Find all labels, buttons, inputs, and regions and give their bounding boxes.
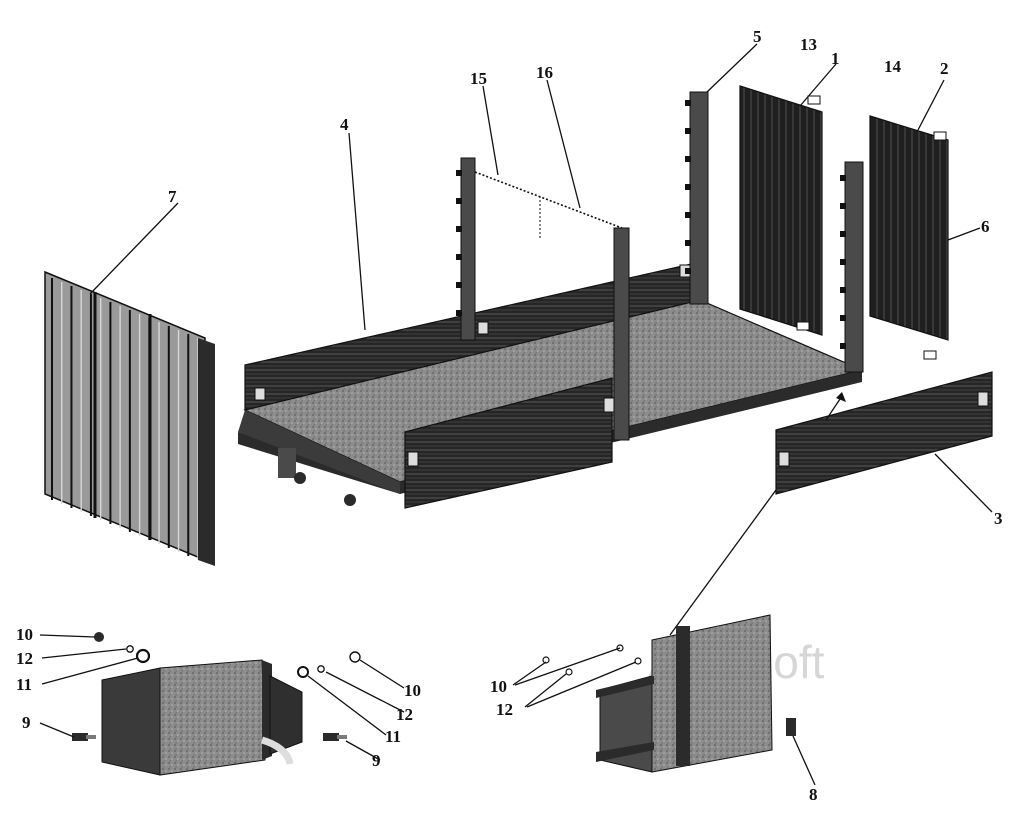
callout-12-mid: 12 [396,705,413,724]
washer-11-b [297,666,309,678]
stake-hook [840,175,846,181]
bracket-assembly-right [596,614,773,773]
callout-12-right: 12 [496,700,513,719]
nut-10-b [349,651,361,663]
callout-9-left: 9 [22,713,31,732]
bolt-9-a [72,733,88,741]
callout-15: 15 [470,69,487,88]
stake-hook [456,310,462,316]
callout-10-left: 10 [16,625,33,644]
stake-hook [456,226,462,232]
washer-11-a [135,648,151,664]
part-7-front-board [44,270,215,566]
washer-12-c [565,668,573,676]
stake-hook [456,170,462,176]
part-3-rear-board [775,371,993,495]
fasteners [72,632,796,741]
callout-4: 4 [340,115,349,134]
stake-hook [685,184,691,190]
stake-hook [685,212,691,218]
stake-posts [456,91,864,441]
stake-hook [456,282,462,288]
stake-hook [840,343,846,349]
callout-13: 13 [800,35,817,54]
stake-hook [840,287,846,293]
stake-hook [456,254,462,260]
stake-hook [685,100,691,106]
callout-16: 16 [536,63,553,82]
stake-hook [840,315,846,321]
part-15-16-tarp-cable [474,171,623,240]
callout-12-left: 12 [16,649,33,668]
part-2-panel [869,115,949,360]
stake-hook [685,268,691,274]
callout-labels: 1 2 3 4 5 6 7 8 9 9 10 10 10 11 11 12 12… [16,27,1003,804]
stake-hook [840,231,846,237]
bolt-8 [786,718,796,736]
nut-10-a [94,632,104,642]
washer-12-a [126,645,134,653]
stake-hook [685,240,691,246]
part-1-panel [739,85,823,336]
callout-7: 7 [168,187,177,206]
stake-hook [456,198,462,204]
leader-lines [39,43,993,786]
callout-6: 6 [981,217,990,236]
callout-10-mid: 10 [404,681,421,700]
stake-hook [840,259,846,265]
nut-10-c [542,656,550,664]
stake-hook [685,128,691,134]
callout-8: 8 [809,785,818,804]
callout-3: 3 [994,509,1003,528]
bracket-assembly-left [101,659,303,776]
callout-10-right: 10 [490,677,507,696]
callout-1: 1 [831,49,840,68]
bolt-9-b [323,733,339,741]
callout-5: 5 [753,27,762,46]
callout-11-left: 11 [16,675,32,694]
callout-11-right: 11 [385,727,401,746]
callout-14: 14 [884,57,902,76]
callout-9-right: 9 [372,751,381,770]
callout-2: 2 [940,59,949,78]
stake-hook [840,203,846,209]
washer-12-b [317,665,325,673]
stake-hook [685,156,691,162]
